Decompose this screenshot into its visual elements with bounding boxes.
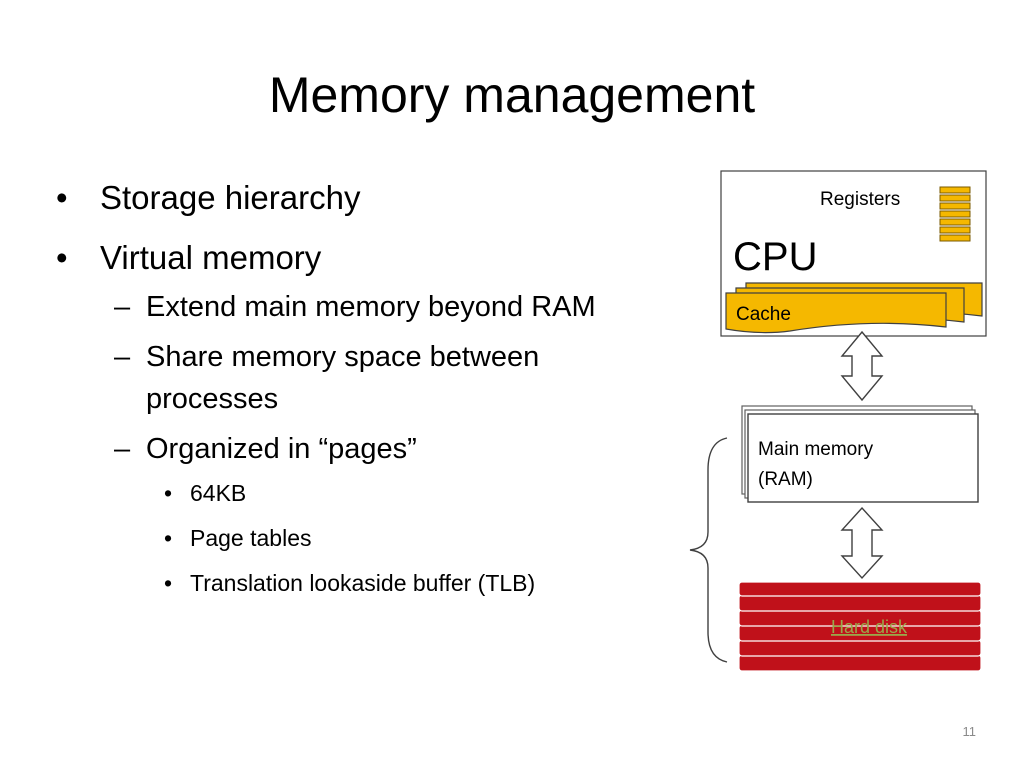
sub-sub-bullet-page-tables: • Page tables — [164, 523, 696, 553]
sub-sub-bullet-text: Translation lookaside buffer (TLB) — [190, 570, 536, 596]
dash-marker: – — [114, 433, 131, 465]
registers-stack — [939, 186, 971, 242]
slide-title: Memory management — [268, 67, 756, 123]
disk-platter — [738, 654, 982, 672]
register-cell — [939, 210, 971, 218]
register-cell — [939, 194, 971, 202]
register-cell — [939, 202, 971, 210]
sub-sub-bullet-text: Page tables — [190, 525, 312, 551]
bullet-marker: • — [56, 239, 68, 276]
dash-marker: – — [114, 341, 131, 373]
sub-bullet-text: Extend main memory beyond RAM — [146, 291, 596, 323]
sub-bullet-text: Share memory space between processes — [146, 341, 540, 415]
ram-label-line1: Main memory — [758, 439, 874, 460]
register-cell — [939, 218, 971, 226]
page-number: 11 — [962, 724, 977, 739]
bullet-virtual-memory: • Virtual memory — [56, 236, 696, 280]
sub-bullet-share-memory: – Share memory space between processes — [114, 336, 626, 420]
sub-bullet-organized-pages: – Organized in “pages” — [114, 428, 696, 470]
bullet-text: Storage hierarchy — [100, 179, 361, 216]
bullet-list: • Storage hierarchy • Virtual memory – E… — [56, 176, 696, 613]
ram-stack: Main memory (RAM) — [741, 405, 979, 503]
dash-marker: – — [114, 291, 131, 323]
bullet-marker: • — [56, 179, 68, 216]
disk-platter — [738, 639, 982, 657]
sub-sub-bullet-64kb: • 64KB — [164, 478, 696, 508]
cpu-ram-double-arrow — [840, 330, 884, 402]
disk-platter — [738, 594, 982, 612]
sub-sub-bullet-tlb: • Translation lookaside buffer (TLB) — [164, 568, 696, 598]
bullet-marker: • — [164, 480, 173, 506]
cache-stack: Cache — [725, 282, 983, 334]
cache-label: Cache — [736, 304, 791, 325]
register-cell — [939, 186, 971, 194]
registers-label: Registers — [820, 189, 900, 210]
sub-sub-bullet-text: 64KB — [190, 480, 247, 506]
bullet-marker: • — [164, 525, 173, 551]
cache-page-front — [725, 292, 947, 334]
bullet-storage-hierarchy: • Storage hierarchy — [56, 176, 696, 220]
cpu-label: CPU — [733, 235, 817, 279]
register-cell — [939, 226, 971, 234]
ram-disk-double-arrow — [840, 506, 884, 580]
ram-label-line2: (RAM) — [758, 469, 813, 490]
bullet-text: Virtual memory — [100, 239, 322, 276]
hard-disk-label: Hard disk — [831, 617, 908, 637]
curly-brace — [689, 437, 728, 663]
hard-disk-stack: Hard disk — [738, 581, 982, 672]
disk-platter — [738, 581, 982, 597]
sub-bullet-text: Organized in “pages” — [146, 433, 417, 465]
bullet-marker: • — [164, 570, 173, 596]
register-cell — [939, 234, 971, 242]
sub-bullet-extend-memory: – Extend main memory beyond RAM — [114, 286, 696, 328]
ram-box-front — [747, 413, 979, 503]
